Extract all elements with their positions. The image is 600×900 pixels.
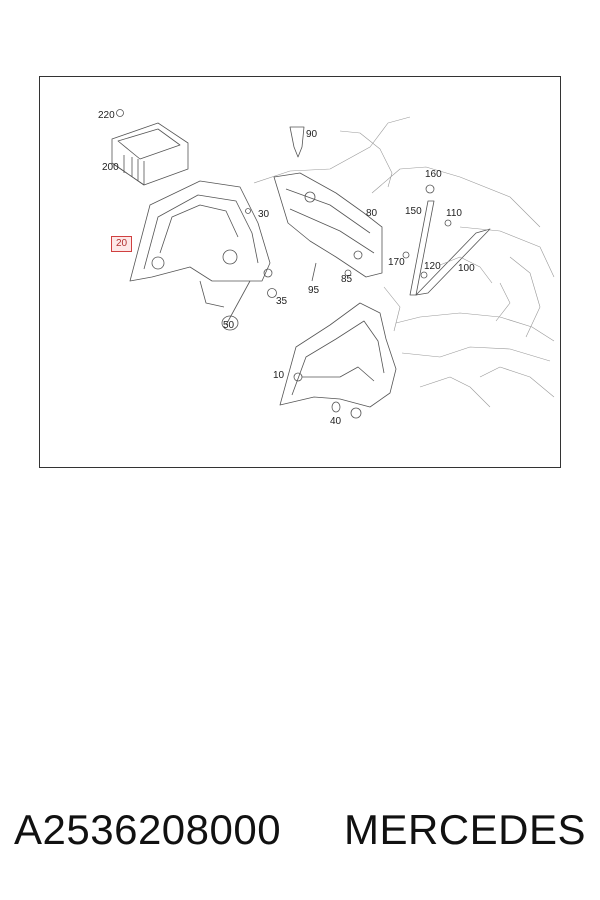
callout-20-highlighted: 20 [111,236,133,252]
callout-35: 35 [276,296,288,307]
brand-name: MERCEDES [343,806,586,853]
brace-parts [402,184,491,296]
callout-110: 110 [446,208,462,219]
parts-diagram-drawing [111,109,555,419]
callout-50: 50 [223,320,235,331]
callout-80: 80 [366,208,378,219]
inner-panel-part [273,172,383,282]
part-number: A2536208000 [14,806,282,853]
body-structure-background [253,116,555,408]
callout-95: 95 [308,285,320,296]
callout-30: 30 [258,209,270,220]
control-unit-part [111,109,189,186]
callout-90: 90 [306,129,318,140]
caption-bar: A2536208000 MERCEDES [0,806,600,854]
parts-diagram-frame: 220 200 90 160 30 80 150 110 20 170 120 … [39,76,561,468]
callout-100: 100 [458,263,475,274]
callout-170: 170 [388,257,405,268]
callout-160: 160 [425,169,442,180]
callout-200: 200 [102,162,119,173]
callout-150: 150 [405,206,422,217]
callout-40: 40 [330,416,342,427]
bumper-stop-part [289,126,305,158]
callout-120: 120 [424,261,441,272]
callout-10: 10 [273,370,285,381]
callout-85: 85 [341,274,353,285]
wheel-arch-liner-part [129,180,277,331]
callout-220: 220 [98,110,115,121]
lower-liner-part [279,302,397,419]
